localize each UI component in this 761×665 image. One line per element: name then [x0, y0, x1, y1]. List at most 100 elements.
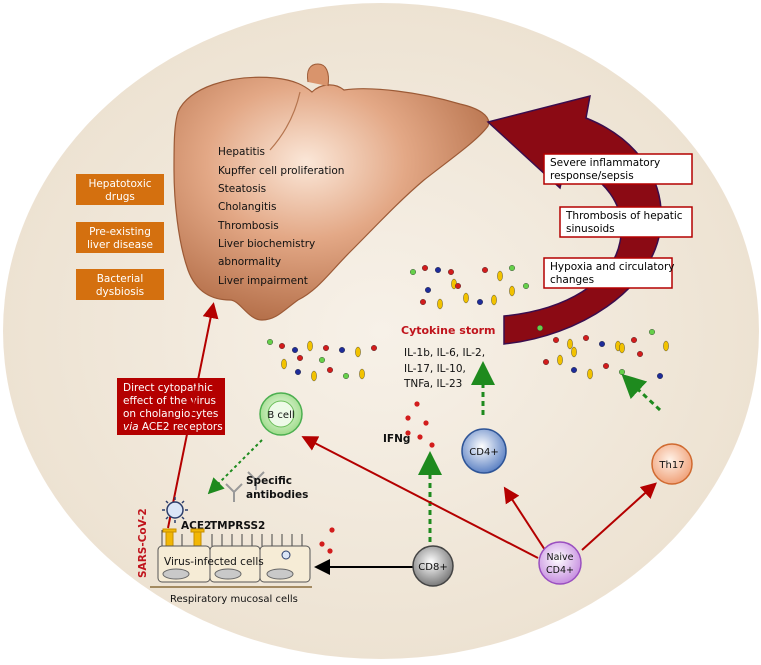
mucosal-label: Respiratory mucosal cells [170, 594, 298, 605]
cytokine-dot [557, 354, 563, 366]
tmprss2-label: TMPRSS2 [210, 520, 265, 532]
effect-label: response/sepsis [550, 170, 634, 182]
cytokine-dot [631, 337, 638, 344]
cytokine-dot [297, 355, 304, 362]
cytokine-dot [323, 345, 330, 352]
cytokine-dot [307, 340, 313, 352]
cytokine-dot [281, 358, 287, 370]
naive-cd4-cell: Naive CD4+ [538, 541, 582, 585]
effect-box [543, 257, 673, 289]
effect-box [543, 153, 693, 185]
th17-cell: Th17 [651, 443, 693, 485]
liver-effect: Steatosis [218, 183, 266, 195]
cytokine-dot [657, 373, 664, 380]
cytokine-dot [319, 357, 326, 364]
effect-label: changes [550, 274, 594, 286]
cytokine-dot [619, 369, 626, 376]
cytokine-dot [509, 265, 516, 272]
cytokine-dot [448, 269, 455, 276]
liver-effect: Liver impairment [218, 275, 308, 287]
cytokine-dot [587, 368, 593, 380]
effect-label: Hypoxia and circulatory [550, 261, 675, 273]
liver-effect: abnormality [218, 256, 281, 268]
cytokine-dot [537, 325, 544, 332]
cytokine-dot [311, 370, 317, 382]
cytokine-storm-block: Cytokine storm IL-1b, IL-6, IL-2, IL-17,… [401, 324, 496, 390]
cytokine-dot [571, 346, 577, 358]
liver-effect: Thrombosis [217, 220, 279, 232]
cytokine-dot [410, 269, 417, 276]
cytokine-dot [422, 265, 429, 272]
cd8-cell: CD8+ [412, 545, 454, 587]
factor-label: Bacterial [97, 273, 144, 285]
direct-effect-box: Direct cytopathic effect of the virus on… [117, 378, 225, 435]
factor-label: liver disease [87, 239, 153, 251]
cytokine-dot [523, 283, 530, 290]
arrow-virus-to-liver [167, 302, 219, 529]
direct-effect-label: Direct cytopathic [123, 382, 213, 394]
effect-label: sinusoids [566, 223, 615, 235]
factor-label: dysbiosis [96, 286, 144, 298]
cd8-label: CD8+ [418, 562, 447, 573]
cytokine-dot [583, 335, 590, 342]
mucosal-cells: Virus-infected cells Respiratory mucosal… [150, 530, 312, 605]
cytokine-dot [649, 329, 656, 336]
liver-effect: Kupffer cell proliferation [218, 165, 344, 177]
cytokine-dot [455, 283, 462, 290]
cytokine-dot [359, 368, 365, 380]
cytokine-dot [491, 294, 497, 306]
effect-box [559, 206, 693, 238]
liver-effect: Hepatitis [218, 146, 265, 158]
factor-label: drugs [105, 191, 135, 203]
green-dashed-arrows [418, 361, 662, 542]
direct-effect-label: on cholangiocytes [123, 408, 218, 420]
cytokine-dot [437, 298, 443, 310]
b-cell-label: B cell [267, 410, 294, 421]
cytokine-dot [482, 267, 489, 274]
cytokine-dot [420, 299, 427, 306]
cytokine-dot [355, 346, 361, 358]
naive-label: Naive [546, 552, 573, 563]
liver-effect: Cholangitis [218, 201, 277, 213]
cytokine-dot [279, 343, 286, 350]
receptor-icons [162, 528, 205, 547]
antibodies-label: antibodies [246, 489, 308, 501]
cytokine-dot [543, 359, 550, 366]
liver-illustration [173, 63, 490, 321]
factor-box [76, 269, 164, 300]
cytokine-dot [339, 347, 346, 354]
released-dots [319, 527, 335, 554]
liver-effect: Liver biochemistry [218, 238, 315, 250]
factor-label: Hepatotoxic [88, 178, 151, 190]
cytokine-dot [637, 351, 644, 358]
ifng-label: IFNg [383, 433, 410, 445]
cytokine-dot [509, 285, 515, 297]
cytokine-dot [463, 292, 469, 304]
b-cell: B cell [259, 392, 303, 436]
cytokine-dot [295, 369, 302, 376]
cytokine-storm-title: Cytokine storm [401, 324, 496, 337]
left-factor-boxes: Hepatotoxic drugs Pre-existing liver dis… [76, 174, 164, 300]
cytokine-dot [497, 270, 503, 282]
effect-label: Thrombosis of hepatic [565, 210, 683, 222]
infected-cells-label: Virus-infected cells [164, 556, 264, 568]
naive-red-arrows [301, 436, 657, 559]
cytokine-dot [292, 347, 299, 354]
cytokine-list: IL-1b, IL-6, IL-2, [404, 347, 485, 359]
cytokine-dot [603, 363, 610, 370]
cytokine-dot [663, 340, 669, 352]
direct-effect-bg [117, 378, 225, 435]
cytokine-dot [267, 339, 274, 346]
cd4-cell: CD4+ [461, 428, 507, 474]
cytokine-list: IL-17, IL-10, [404, 363, 466, 375]
cytokine-dot [599, 341, 606, 348]
sars-cov-2-label: SARS-CoV-2 [137, 508, 149, 578]
cytokine-dot [571, 367, 578, 374]
naive-label: CD4+ [546, 565, 574, 576]
cytokine-dots [267, 265, 669, 382]
factor-box [76, 222, 164, 253]
direct-effect-label: effect of the virus [123, 395, 216, 407]
cytokine-dot [553, 337, 560, 344]
